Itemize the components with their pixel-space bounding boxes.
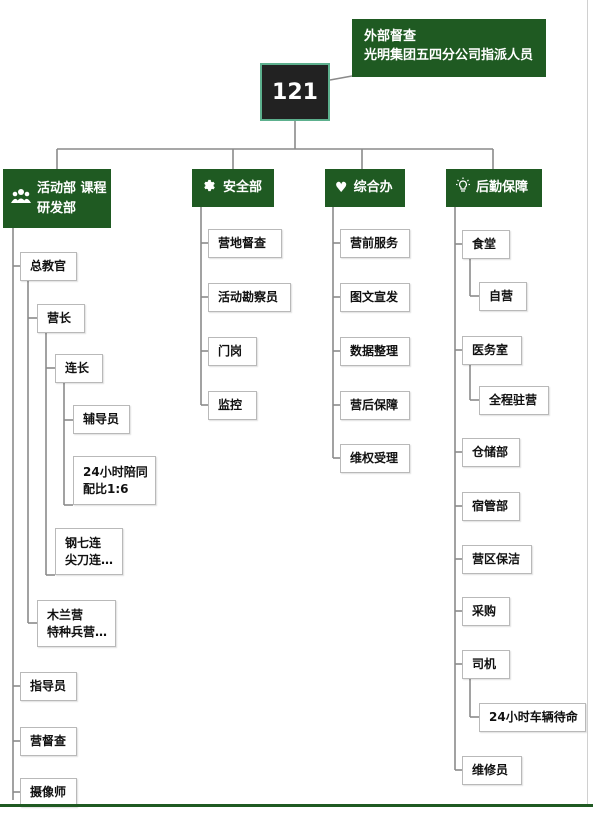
node-gang-company[interactable]: 钢七连 尖刀连… xyxy=(55,528,123,575)
dept-logistics[interactable]: 后勤保障 xyxy=(446,169,542,207)
dept-activity-line1: 活动部 xyxy=(37,180,77,196)
node-clinic[interactable]: 医务室 xyxy=(462,336,522,365)
node-camp-leader[interactable]: 营长 xyxy=(37,304,85,333)
node-label: 营长 xyxy=(47,311,72,325)
node-driver[interactable]: 司机 xyxy=(462,650,510,679)
root-label: 121 xyxy=(272,79,318,105)
node-instructor[interactable]: 指导员 xyxy=(20,672,77,701)
gear-icon xyxy=(202,178,217,199)
node-label: 钢七连 xyxy=(65,535,102,550)
node-label: 营前服务 xyxy=(350,236,399,250)
node-rights-handling[interactable]: 维权受理 xyxy=(340,444,410,473)
node-label: 尖刀连… xyxy=(65,552,114,567)
node-label: 医务室 xyxy=(472,343,509,357)
supervision-title: 外部督查 xyxy=(364,29,417,44)
node-label: 特种兵营… xyxy=(47,624,108,639)
dept-general-label: 综合办 xyxy=(353,180,393,195)
node-label: 自营 xyxy=(489,289,514,303)
node-dormitory[interactable]: 宿管部 xyxy=(462,492,520,521)
node-label: 食堂 xyxy=(472,237,497,251)
node-label: 活动勘察员 xyxy=(218,290,279,304)
node-label: 宿管部 xyxy=(472,499,509,513)
bottom-border xyxy=(0,804,593,807)
node-counselor[interactable]: 辅导员 xyxy=(73,405,130,434)
node-pre-camp-service[interactable]: 营前服务 xyxy=(340,229,410,258)
node-label: 数据整理 xyxy=(350,344,399,358)
node-label: 木兰营 xyxy=(47,607,84,622)
node-label: 营区保洁 xyxy=(472,552,521,566)
node-label: 仓储部 xyxy=(472,445,509,459)
node-label: 指导员 xyxy=(30,679,67,693)
node-label: 维权受理 xyxy=(350,451,399,465)
node-mulan-camp[interactable]: 木兰营 特种兵营… xyxy=(37,600,116,647)
node-monitoring[interactable]: 监控 xyxy=(208,391,257,420)
node-maintenance[interactable]: 维修员 xyxy=(462,756,522,785)
node-label: 24小时车辆待命 xyxy=(489,710,578,724)
external-supervision-box[interactable]: 外部督查 光明集团五四分公司指派人员 xyxy=(352,19,546,77)
node-label: 营督查 xyxy=(30,734,67,748)
dept-security[interactable]: 安全部 xyxy=(192,169,274,207)
node-canteen[interactable]: 食堂 xyxy=(462,230,510,259)
node-label: 监控 xyxy=(218,398,243,412)
node-24h-accompany[interactable]: 24小时陪同 配比1:6 xyxy=(73,456,156,505)
dept-activity[interactable]: 活动部 课程研发部 xyxy=(3,169,111,228)
node-survey-officer[interactable]: 活动勘察员 xyxy=(208,283,291,312)
node-camp-inspection[interactable]: 营地督查 xyxy=(208,229,282,258)
right-border xyxy=(587,0,588,804)
node-data-sorting[interactable]: 数据整理 xyxy=(340,337,410,366)
node-label: 营地督查 xyxy=(218,236,267,250)
node-camp-supervisor[interactable]: 营督查 xyxy=(20,727,77,756)
lightbulb-icon xyxy=(456,177,470,199)
node-cleaning[interactable]: 营区保洁 xyxy=(462,545,532,574)
root-node[interactable]: 121 xyxy=(260,63,330,121)
node-self-run[interactable]: 自营 xyxy=(479,282,527,311)
node-gate-guard[interactable]: 门岗 xyxy=(208,337,257,366)
node-chief-instructor[interactable]: 总教官 xyxy=(20,252,77,281)
node-purchasing[interactable]: 采购 xyxy=(462,597,510,626)
dept-general[interactable]: ♥ 综合办 xyxy=(325,169,405,207)
dept-activity-line2: 课程研发部 xyxy=(37,180,107,216)
node-label: 营后保障 xyxy=(350,398,399,412)
node-label: 24小时陪同 xyxy=(83,464,148,479)
node-label: 连长 xyxy=(65,361,90,375)
dept-logistics-label: 后勤保障 xyxy=(476,180,529,195)
node-label: 摄像师 xyxy=(30,785,67,799)
node-label: 配比1:6 xyxy=(83,481,129,496)
supervision-subtitle: 光明集团五四分公司指派人员 xyxy=(364,48,534,63)
node-label: 辅导员 xyxy=(83,412,120,426)
node-warehouse[interactable]: 仓储部 xyxy=(462,438,520,467)
node-label: 采购 xyxy=(472,604,497,618)
heart-icon: ♥ xyxy=(335,180,348,196)
node-label: 维修员 xyxy=(472,763,509,777)
node-clinic-full-time[interactable]: 全程驻营 xyxy=(479,386,549,415)
node-label: 图文宣发 xyxy=(350,290,399,304)
node-publicity[interactable]: 图文宣发 xyxy=(340,283,410,312)
node-company-leader[interactable]: 连长 xyxy=(55,354,103,383)
node-label: 司机 xyxy=(472,657,497,671)
people-icon xyxy=(11,188,31,210)
node-photographer[interactable]: 摄像师 xyxy=(20,778,77,807)
node-label: 全程驻营 xyxy=(489,393,538,407)
node-label: 总教官 xyxy=(30,259,67,273)
dept-security-label: 安全部 xyxy=(223,180,263,195)
node-post-camp-support[interactable]: 营后保障 xyxy=(340,391,410,420)
node-driver-24h[interactable]: 24小时车辆待命 xyxy=(479,703,586,732)
node-label: 门岗 xyxy=(218,344,243,358)
